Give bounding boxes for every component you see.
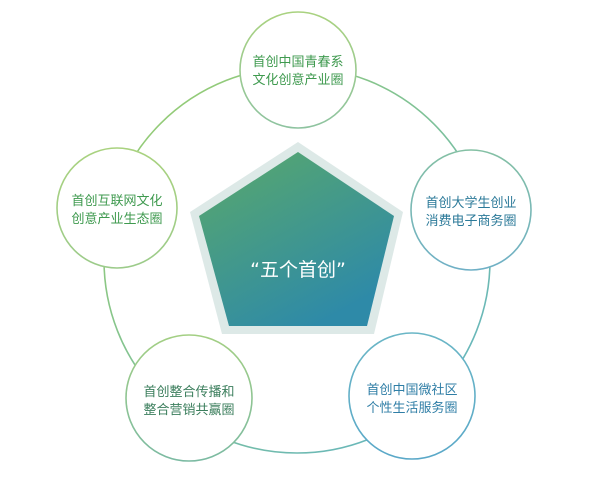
center-label: “五个首创” (250, 259, 346, 281)
circle-node-outline (125, 334, 253, 462)
circle-node-label-line2: 个性生活服务圈 (366, 400, 457, 416)
circle-node-label-line2: 整合营销共赢圈 (143, 402, 234, 418)
circle-node-youth-culture: 首创中国青春系 文化创意产业圈 (239, 11, 357, 129)
circle-node-label-line1: 首创整合传播和 (143, 385, 234, 400)
circle-node-outline (239, 11, 357, 129)
circle-node-label-line1: 首创中国青春系 (252, 55, 343, 70)
center-pentagon (199, 152, 394, 326)
circle-node-micro-community: 首创中国微社区 个性生活服务圈 (348, 332, 476, 460)
circle-node-outline (56, 147, 178, 269)
circle-node-label-line2: 创意产业生态圈 (71, 211, 162, 227)
circle-node-label-line1: 首创互联网文化 (71, 194, 162, 209)
circle-node-internet-culture: 首创互联网文化 创意产业生态圈 (56, 147, 178, 269)
circle-node-label-line2: 文化创意产业圈 (252, 72, 343, 88)
circle-node-student-ecommerce: 首创大学生创业 消费电子商务圈 (410, 149, 532, 271)
circle-node-label-line1: 首创中国微社区 (366, 382, 457, 398)
circle-node-outline (348, 332, 476, 460)
circle-node-outline (410, 149, 532, 271)
circle-node-label-line1: 首创大学生创业 (425, 195, 516, 211)
circle-node-label-line2: 消费电子商务圈 (425, 213, 516, 229)
circle-node-integrated-marketing: 首创整合传播和 整合营销共赢圈 (125, 334, 253, 462)
